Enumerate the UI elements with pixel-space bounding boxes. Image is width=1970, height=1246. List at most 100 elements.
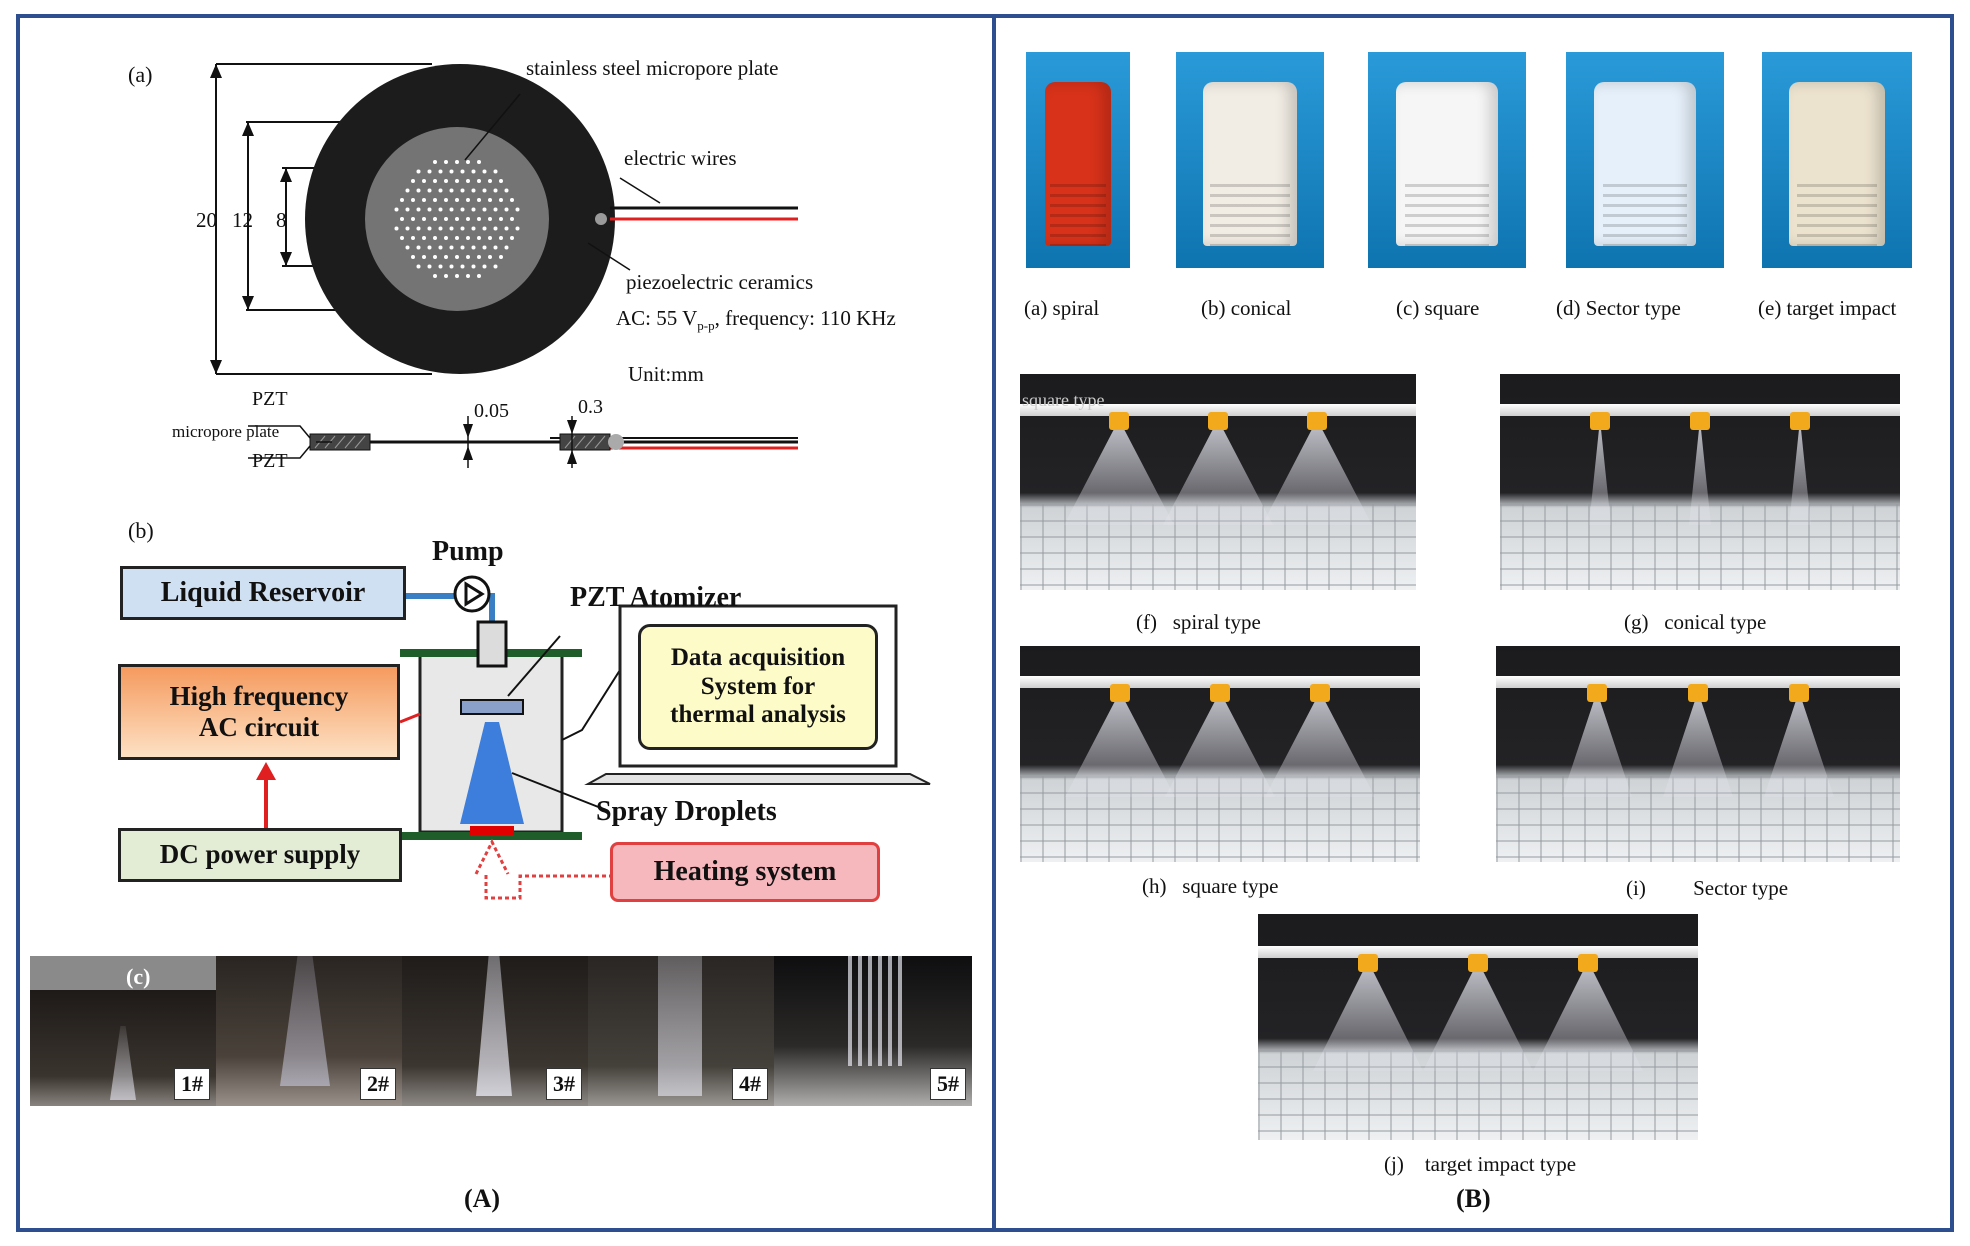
micropore xyxy=(416,188,421,193)
micropore xyxy=(493,226,498,231)
micropore xyxy=(493,207,498,212)
micropore xyxy=(433,179,437,183)
nozzle-label-1: (a) spiral xyxy=(1024,296,1100,320)
spray-nozzle xyxy=(1790,412,1810,430)
daq-line2: System for xyxy=(700,672,816,700)
ac-circuit-line1: High frequency xyxy=(169,680,349,711)
panel-b-caption: (B) xyxy=(1456,1184,1491,1213)
micropore xyxy=(455,274,459,278)
micropore xyxy=(460,207,465,212)
spray-photo-1: 1# xyxy=(30,956,216,1106)
spray-nozzle xyxy=(1690,412,1710,430)
photo-overlay-text: square type xyxy=(1022,390,1105,410)
micropore xyxy=(422,255,426,259)
micropore xyxy=(438,207,443,212)
spray-pattern xyxy=(1533,972,1643,1071)
micropore xyxy=(477,255,481,259)
micropore xyxy=(477,274,481,278)
micropore xyxy=(477,217,481,221)
spray-nozzle xyxy=(1578,954,1598,972)
micropore xyxy=(460,245,465,250)
micropore xyxy=(438,169,443,174)
daq-box: Data acquisition System for thermal anal… xyxy=(638,624,878,750)
micropore xyxy=(510,217,514,221)
heating-system-text: Heating system xyxy=(653,855,837,887)
micropore xyxy=(510,236,514,240)
spray-photo-strip: 1# 2# 3# 4# 5# (c) xyxy=(30,956,972,1106)
nozzle-label-4: (d) Sector type xyxy=(1556,296,1681,320)
nozzle-body xyxy=(1396,82,1498,247)
micropore xyxy=(438,226,443,231)
nozzle-label-3: (c) square xyxy=(1396,296,1480,320)
micropore xyxy=(471,207,476,212)
spray-nozzle xyxy=(1109,412,1129,430)
micropore xyxy=(460,169,465,174)
micropore xyxy=(460,264,465,269)
micropore xyxy=(477,236,481,240)
micropore xyxy=(504,226,509,231)
micropore xyxy=(422,198,426,202)
thickness-a-label: 0.05 xyxy=(474,400,509,422)
micropore xyxy=(438,245,443,250)
micropore xyxy=(411,179,415,183)
spray-pattern xyxy=(1423,972,1533,1071)
daq-line3: thermal analysis xyxy=(670,701,846,729)
dim-12: 12 xyxy=(232,208,253,232)
nozzle-photo-5 xyxy=(1762,52,1912,268)
micropore xyxy=(405,188,410,193)
micropore xyxy=(466,160,470,164)
spray-test-label-2: (g) conical type xyxy=(1624,610,1767,634)
ac-circuit-box: High frequency AC circuit xyxy=(118,664,400,760)
spray-nozzle xyxy=(1208,412,1228,430)
micropore xyxy=(433,217,437,221)
atomizer-label: PZT Atomizer xyxy=(570,582,742,613)
nozzle-label-2: (b) conical xyxy=(1201,296,1292,320)
micropore xyxy=(405,245,410,250)
micropore xyxy=(427,245,432,250)
spray-nozzle xyxy=(1307,412,1327,430)
micropore xyxy=(400,198,404,202)
micropore xyxy=(482,226,487,231)
micropore xyxy=(411,255,415,259)
micropore xyxy=(449,207,454,212)
micropore xyxy=(471,226,476,231)
micropore xyxy=(411,198,415,202)
spray-nozzle xyxy=(1210,684,1230,702)
micropore xyxy=(493,245,498,250)
micropore xyxy=(504,207,509,212)
micropore xyxy=(482,188,487,193)
spray-pattern xyxy=(1764,702,1834,797)
micropore xyxy=(466,236,470,240)
micropore xyxy=(477,179,481,183)
micropore xyxy=(515,226,520,231)
micropore xyxy=(471,188,476,193)
nozzle-thread xyxy=(1050,184,1106,247)
spray-pattern xyxy=(1589,430,1611,525)
ac-spec-suffix: , frequency: 110 KHz xyxy=(714,306,896,330)
micropore xyxy=(466,179,470,183)
nozzle-thread xyxy=(1404,184,1490,247)
micropore xyxy=(433,160,437,164)
micropore xyxy=(510,198,514,202)
micropore xyxy=(499,198,503,202)
micropore xyxy=(433,274,437,278)
micropore xyxy=(444,255,448,259)
micropore xyxy=(444,274,448,278)
micropore xyxy=(449,188,454,193)
micropore xyxy=(433,198,437,202)
micropore xyxy=(427,264,432,269)
micropore xyxy=(460,188,465,193)
micropore xyxy=(488,255,492,259)
micropore xyxy=(438,264,443,269)
ac-spec-prefix: AC: 55 V xyxy=(616,306,698,330)
spray-nozzle xyxy=(1468,954,1488,972)
micropore xyxy=(411,217,415,221)
dc-power-text: DC power supply xyxy=(159,839,361,870)
micropore xyxy=(394,207,399,212)
micropore xyxy=(444,198,448,202)
nozzle-photo-1 xyxy=(1026,52,1130,268)
spray-test-label-1: (f) spiral type xyxy=(1136,610,1261,634)
pzt-top-label: PZT xyxy=(252,388,288,410)
nozzle-thread xyxy=(1796,184,1878,247)
spray-nozzle xyxy=(1688,684,1708,702)
